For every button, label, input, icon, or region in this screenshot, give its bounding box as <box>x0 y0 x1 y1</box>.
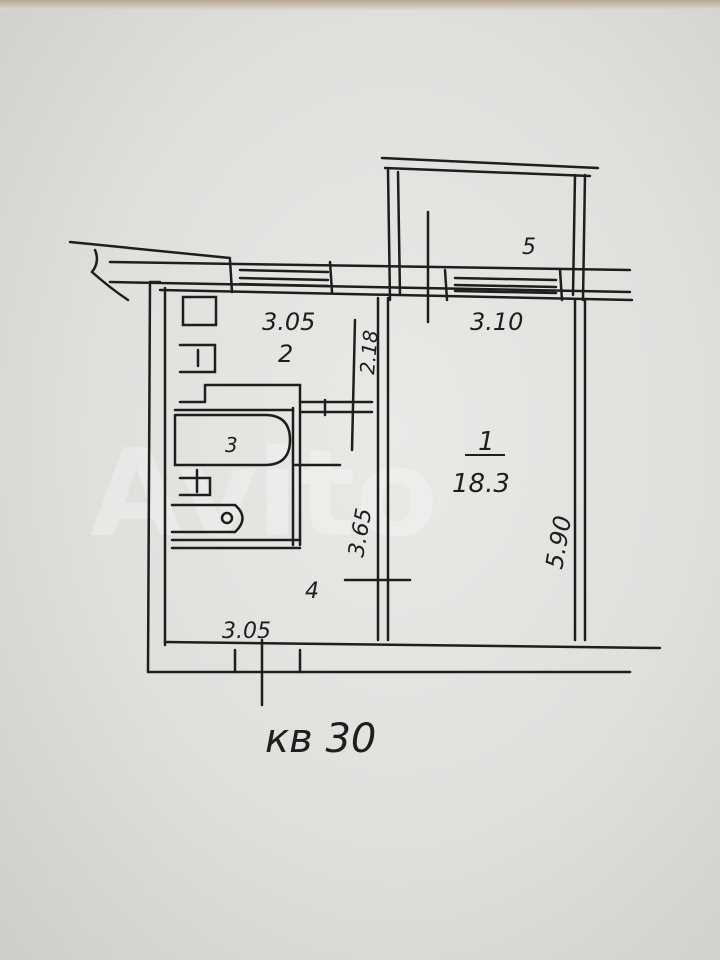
stove-icon <box>181 295 218 327</box>
balcony-walls <box>380 156 600 302</box>
kitchen-width: 3.05 <box>262 308 315 336</box>
toilet-icon <box>170 503 244 534</box>
watermark: Avito <box>90 425 438 564</box>
toilet-seat <box>220 511 234 525</box>
left-wall <box>146 280 167 674</box>
sink-icon <box>178 343 217 374</box>
hallway-width: 3.05 <box>222 619 271 644</box>
kitchen-partition <box>178 383 302 404</box>
kitchen-length: 2.18 <box>355 329 383 375</box>
right-wall <box>573 298 587 642</box>
room-number: 1 <box>478 427 495 457</box>
partition-wall <box>376 296 390 642</box>
kitchen-number: 2 <box>278 340 293 368</box>
table-edge <box>0 0 720 10</box>
bathtub-icon <box>173 408 295 467</box>
room-length: 5.90 <box>540 514 577 571</box>
stair-curve <box>68 240 232 302</box>
kitchen-window <box>228 258 334 294</box>
room-window <box>443 268 564 302</box>
walls <box>68 156 662 707</box>
entrance-door <box>233 638 302 707</box>
apartment-label: кв 30 <box>265 716 376 762</box>
bathroom-bottom-wall <box>170 538 302 550</box>
bottom-wall <box>146 640 662 674</box>
room-width: 3.10 <box>470 308 523 336</box>
balcony-number: 5 <box>522 235 536 260</box>
hallway-number: 4 <box>305 579 319 604</box>
washbasin-icon <box>178 468 212 497</box>
exterior-top-wall <box>108 260 634 302</box>
room-area: 18.3 <box>452 469 510 499</box>
bathroom-number: 3 <box>225 433 238 457</box>
